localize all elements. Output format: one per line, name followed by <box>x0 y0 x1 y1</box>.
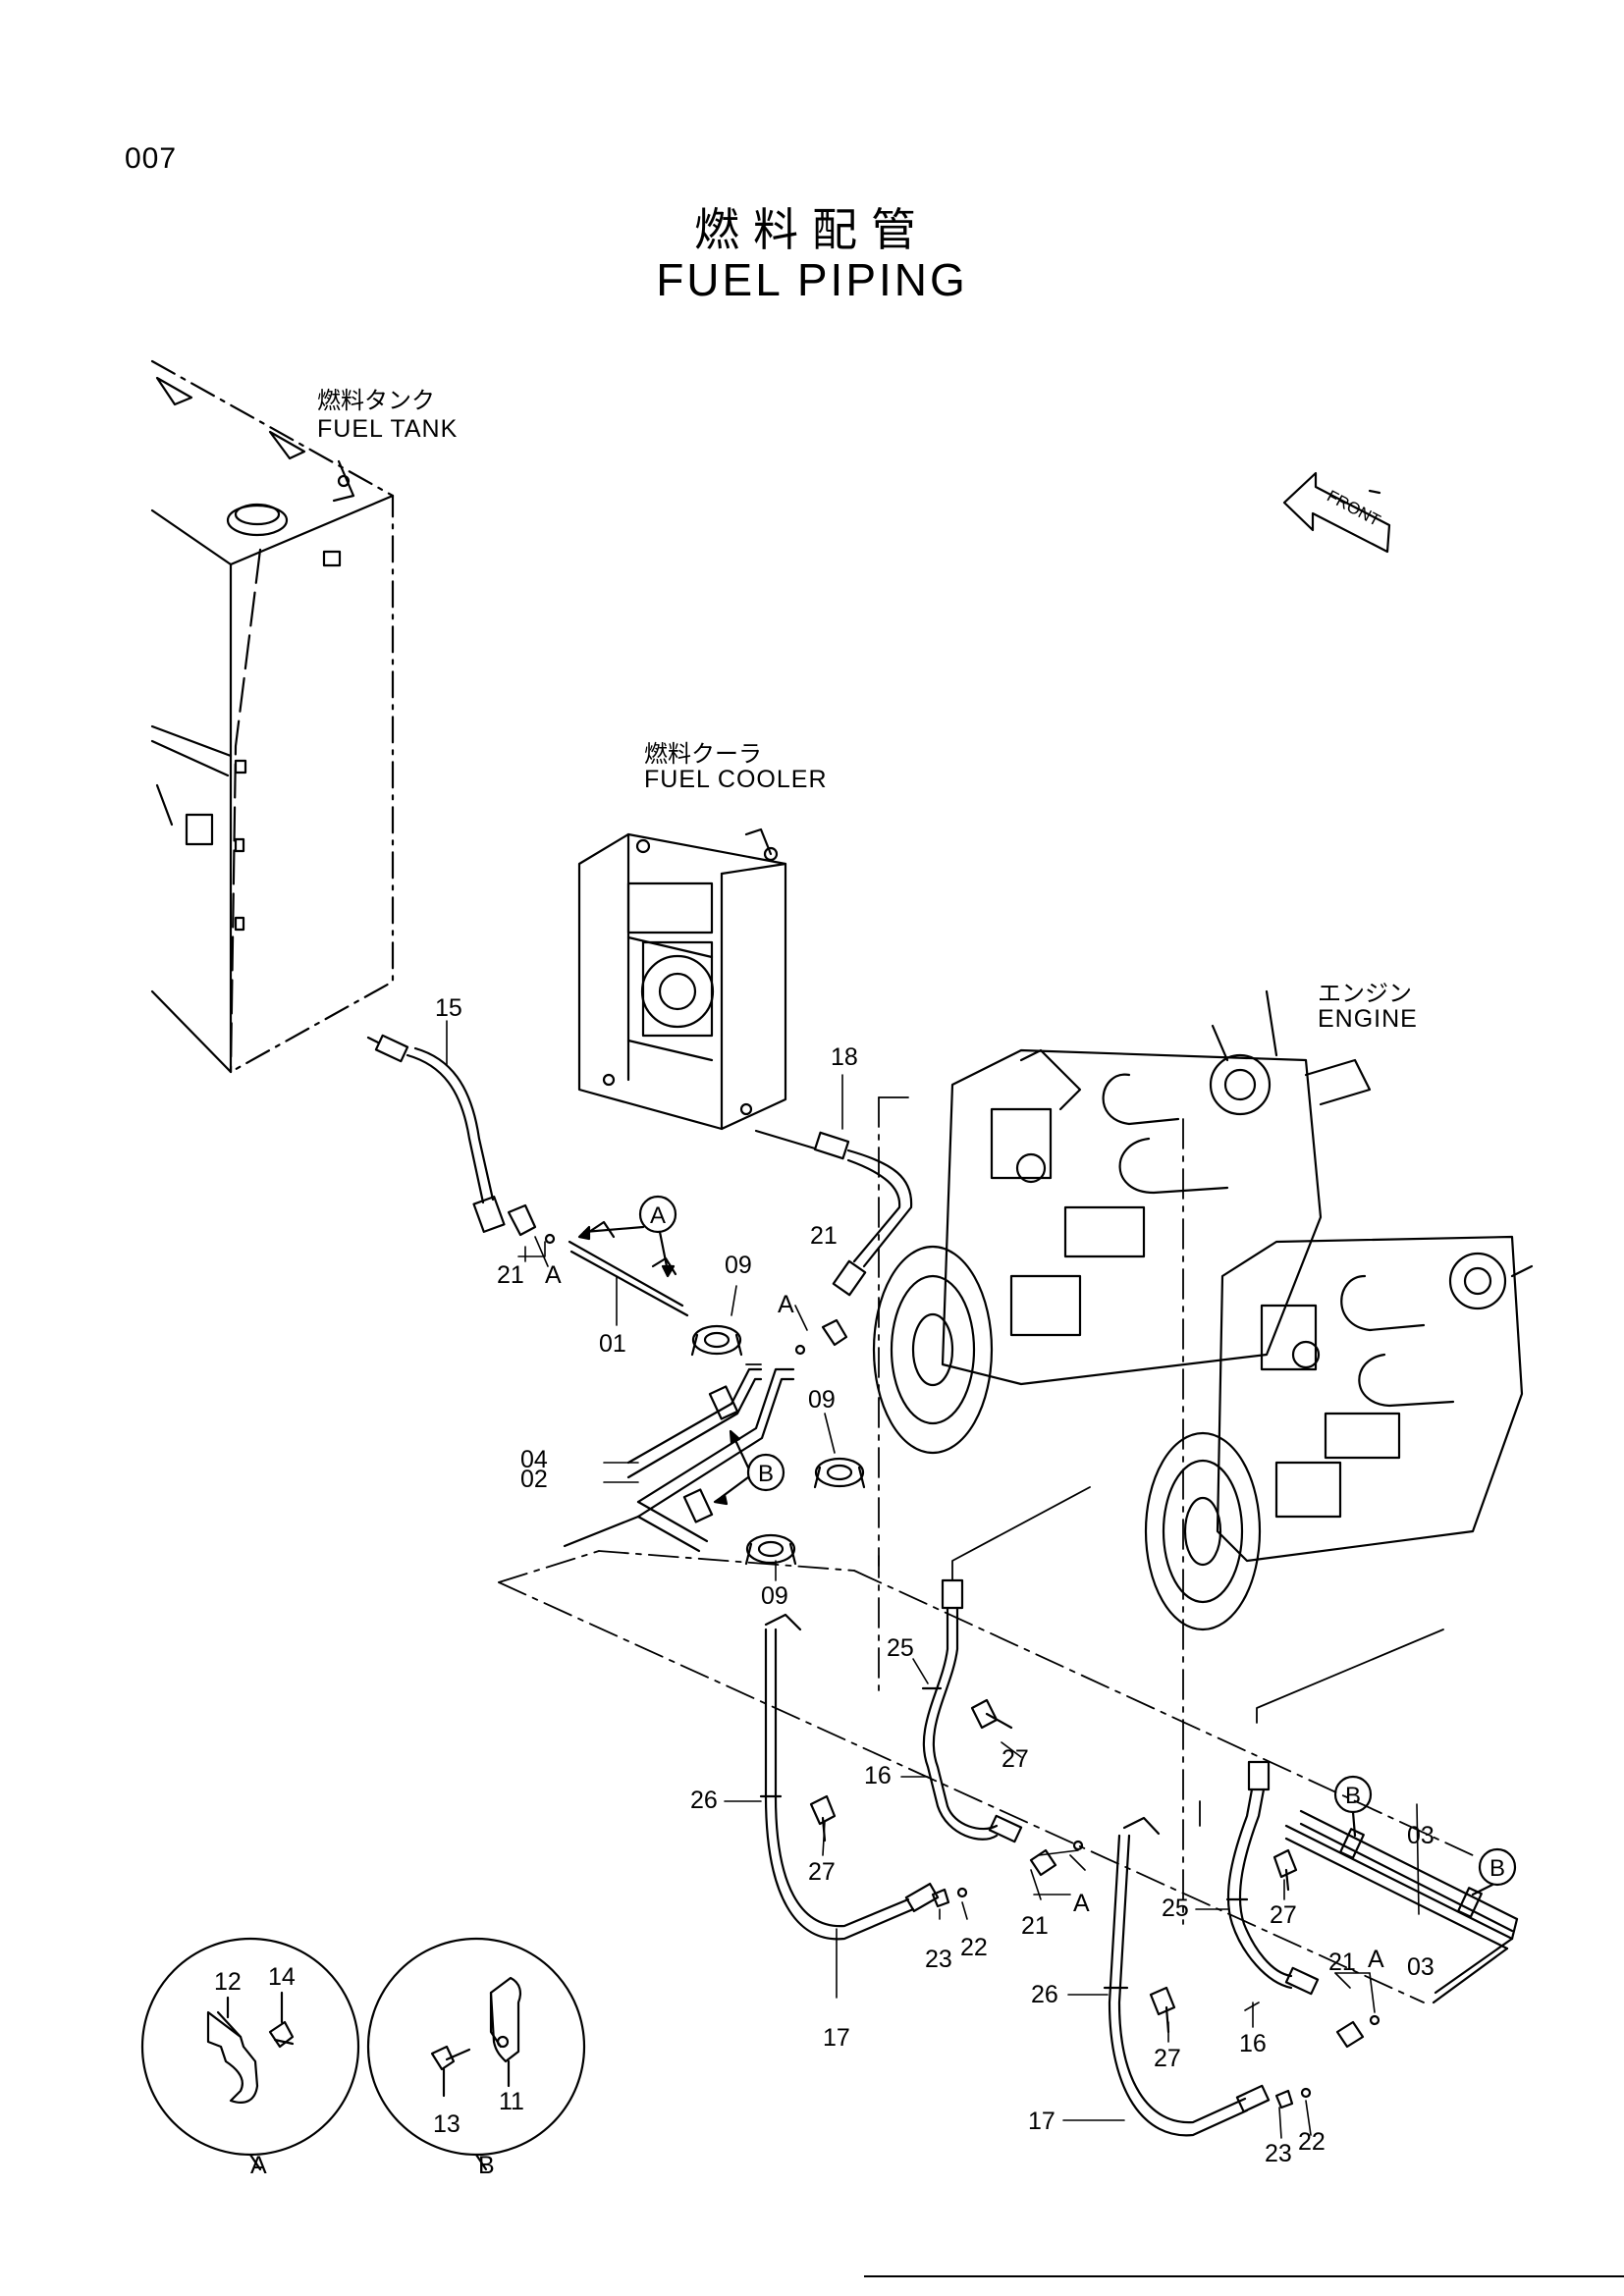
hose-16-upper <box>921 1578 1023 1843</box>
callout-25-left: 25 <box>887 1634 914 1662</box>
phantom-leader-lines <box>498 1096 1474 2003</box>
fitting-21-mid <box>1029 1840 1084 1877</box>
callout-22-left: 22 <box>960 1934 988 1961</box>
callout-21-left: 21 <box>497 1261 524 1289</box>
callout-04: 04 <box>520 1446 548 1473</box>
engine-label-en: ENGINE <box>1318 1005 1418 1033</box>
title-japanese: 燃料配管 <box>694 203 930 256</box>
fuel-cooler-label-en: FUEL COOLER <box>644 766 828 793</box>
callout-01: 01 <box>599 1330 626 1358</box>
hose-15 <box>366 1034 506 1233</box>
engine-label-jp: エンジン <box>1318 980 1412 1007</box>
footer-rule <box>864 2275 1624 2277</box>
callout-26-left: 26 <box>690 1787 718 1814</box>
fuel-tank-drawing <box>150 359 395 1074</box>
callout-21-right: 21 <box>1328 1949 1356 1976</box>
clamp-09-upper <box>690 1324 743 1357</box>
callout-21-mid: 21 <box>1021 1912 1049 1940</box>
callout-11: 11 <box>499 2088 524 2115</box>
detail-marker-b: B <box>713 1429 785 1506</box>
hose-18 <box>754 1129 913 1297</box>
callout-23-right: 23 <box>1265 2140 1292 2167</box>
page-number: 007 <box>125 142 178 175</box>
detail-marker-b-right-2: B <box>1471 1847 1517 1896</box>
engine-drawing-upper <box>872 989 1372 1455</box>
detail-marker-b-letter: B <box>758 1461 774 1487</box>
callout-18: 18 <box>831 1043 858 1071</box>
callout-27-a: 27 <box>1001 1745 1029 1773</box>
callout-16-right: 16 <box>1239 2030 1267 2057</box>
detail-marker-a-letter: A <box>650 1202 666 1229</box>
detail-marker-a: A <box>577 1195 677 1278</box>
callout-A-left: A <box>545 1261 562 1289</box>
callout-16-left: 16 <box>864 1762 892 1789</box>
front-direction-arrow: FRONT <box>1282 471 1391 554</box>
callout-26-right: 26 <box>1031 1981 1058 2008</box>
fuel-cooler-drawing <box>577 828 787 1131</box>
bolt-27-d <box>1149 1986 1176 2034</box>
detail-label-a: A <box>250 2152 267 2179</box>
fitting-21-left <box>507 1203 556 1245</box>
callout-17-left: 17 <box>823 2024 850 2052</box>
callout-09-lower: 09 <box>761 1582 788 1610</box>
title-english: FUEL PIPING <box>656 254 968 305</box>
fuel-tank-label-jp: 燃料タンク <box>317 387 435 414</box>
callout-09-middle: 09 <box>808 1386 836 1414</box>
detail-marker-b-right-2-letter: B <box>1489 1855 1505 1882</box>
hose-17-26-left <box>759 1613 940 1941</box>
callout-A-mid: A <box>1073 1890 1090 1917</box>
callout-03-upper: 03 <box>1407 1822 1435 1849</box>
fitting-21-right <box>1335 2014 1380 2049</box>
fitting-21-center <box>794 1318 848 1356</box>
clamp-09-lower <box>744 1533 797 1566</box>
pipes-02-04 <box>563 1367 795 1553</box>
fitting-23-22-right <box>1274 2087 1312 2109</box>
callout-A-center: A <box>778 1291 794 1318</box>
callout-leaders <box>446 1020 1420 2139</box>
callout-13: 13 <box>433 2110 460 2138</box>
detail-marker-b-right-1-letter: B <box>1345 1783 1361 1809</box>
fuel-cooler-label-jp: 燃料クーラ <box>644 740 762 768</box>
callout-02: 02 <box>520 1466 548 1493</box>
detail-label-b: B <box>478 2152 495 2179</box>
callout-23-left: 23 <box>925 1946 952 1973</box>
callout-25-right: 25 <box>1162 1895 1189 1922</box>
clamp-09-middle <box>813 1457 866 1489</box>
bolt-27-b <box>809 1794 837 1842</box>
bolt-27-a <box>970 1698 1013 1730</box>
detail-view-a <box>140 1937 360 2171</box>
callout-15: 15 <box>435 994 462 1022</box>
callout-27-c: 27 <box>1270 1901 1297 1929</box>
callout-21-center: 21 <box>810 1222 838 1250</box>
fitting-23-22-left <box>931 1887 968 1908</box>
callout-12: 12 <box>214 1968 242 1996</box>
detail-view-b <box>366 1937 586 2171</box>
callout-22-right: 22 <box>1298 2128 1326 2156</box>
callout-A-right: A <box>1368 1946 1384 1973</box>
callout-27-d: 27 <box>1154 2045 1181 2072</box>
callout-27-b: 27 <box>808 1858 836 1886</box>
bolt-27-c <box>1272 1848 1298 1892</box>
engine-drawing-lower <box>1144 1235 1534 1631</box>
pipes-03 <box>1284 1809 1519 2004</box>
hose-17-26-right <box>1103 1816 1271 2137</box>
callout-17-right: 17 <box>1028 2108 1056 2135</box>
callout-03-lower: 03 <box>1407 1953 1435 1981</box>
hose-16-right <box>1225 1760 1320 1996</box>
connection-lines <box>878 1486 1444 1827</box>
fuel-tank-label-en: FUEL TANK <box>317 415 459 443</box>
detail-marker-b-right-1: B <box>1333 1775 1373 1838</box>
callout-14: 14 <box>268 1963 296 1991</box>
callout-09-upper: 09 <box>725 1252 752 1279</box>
